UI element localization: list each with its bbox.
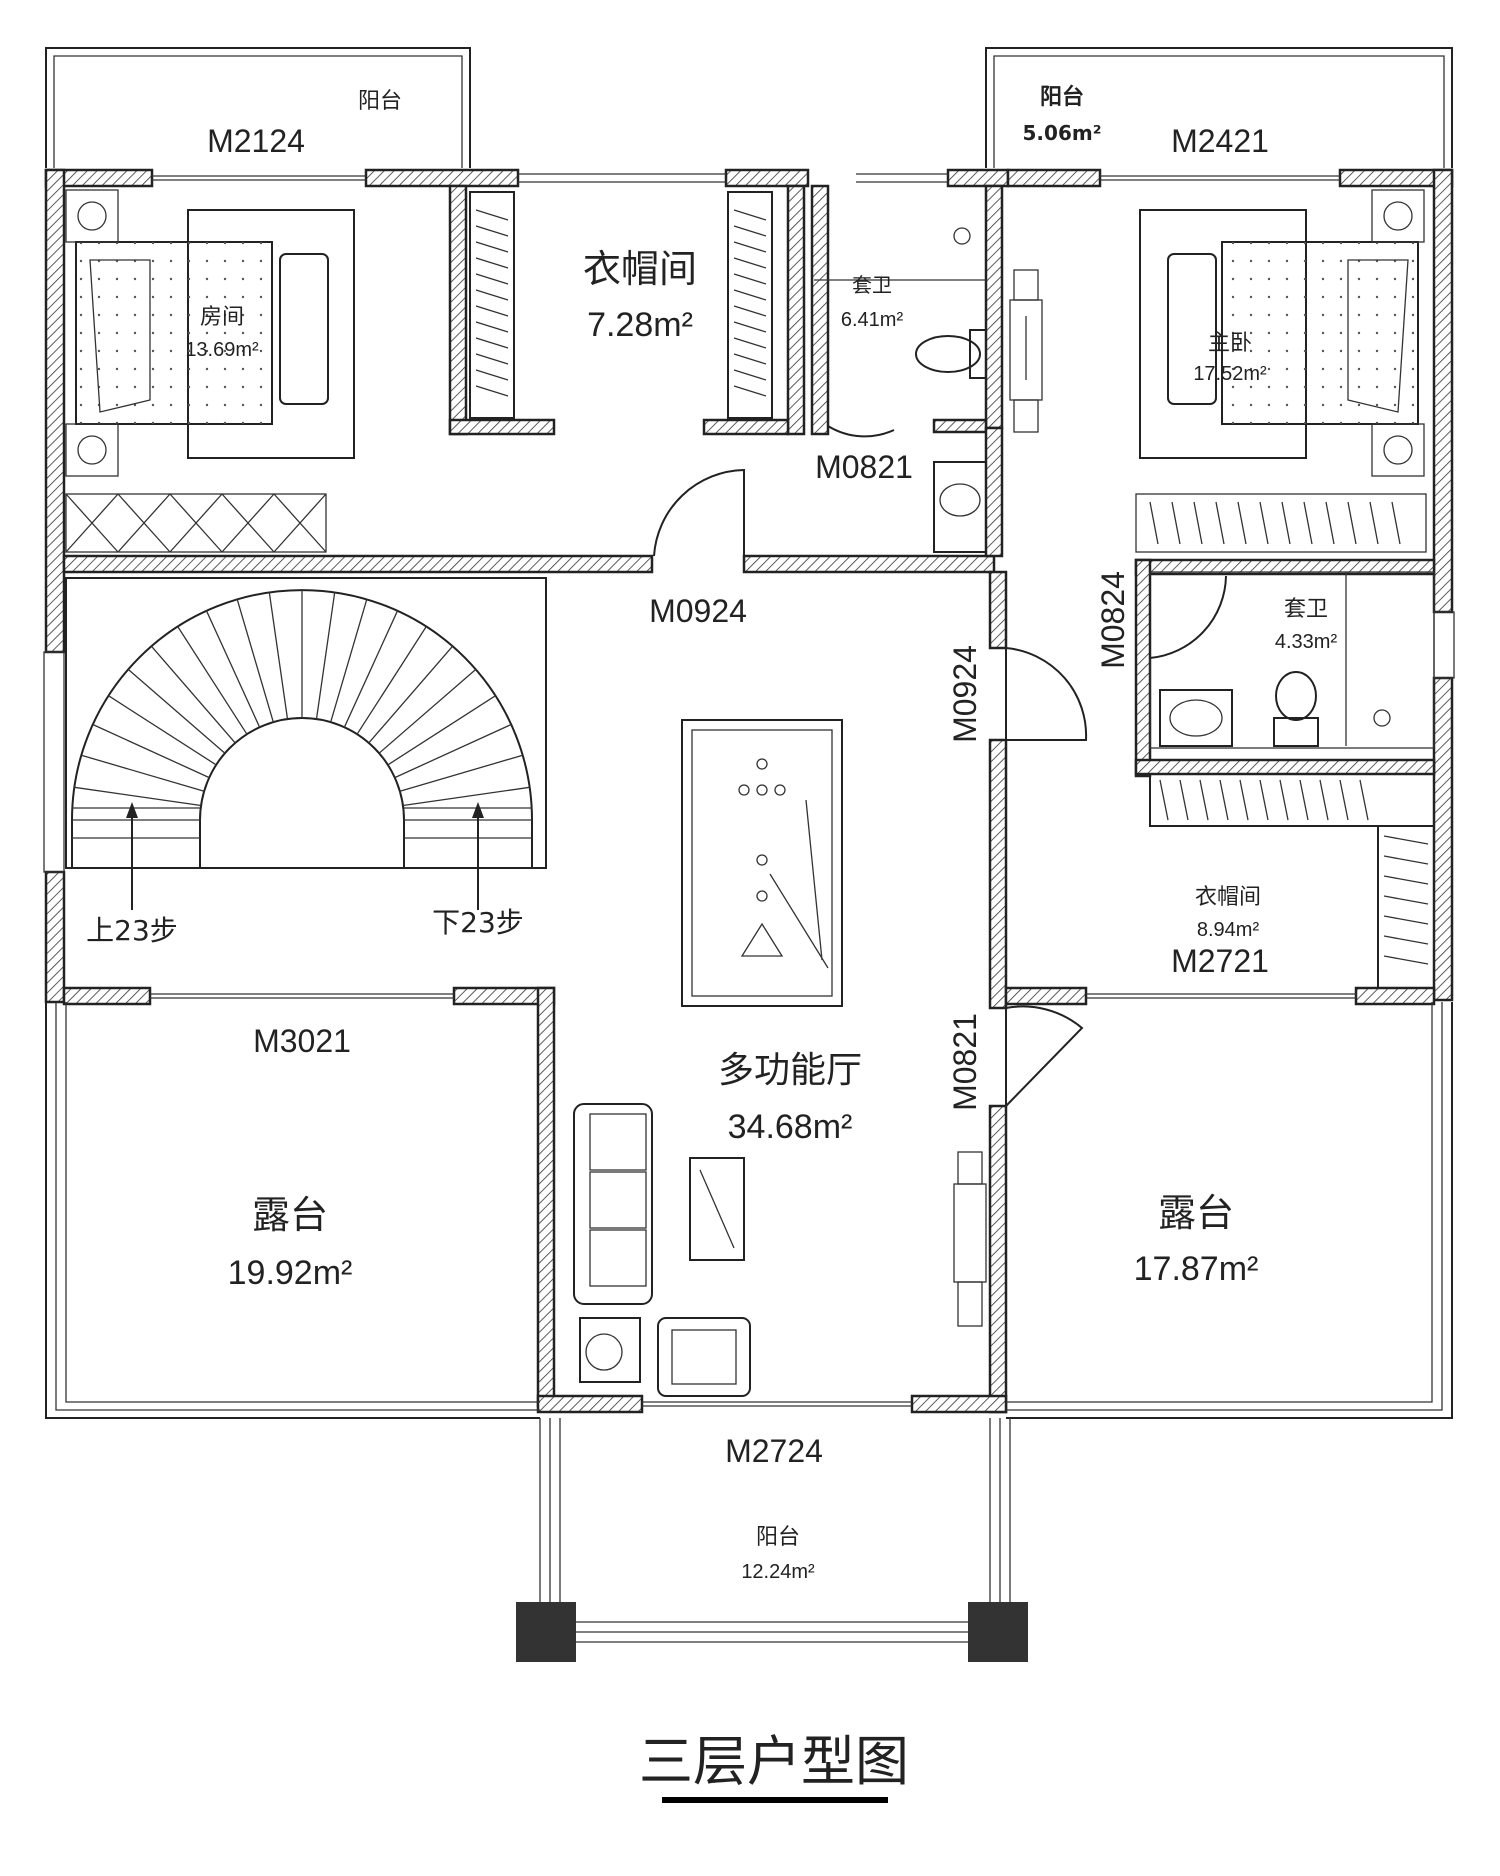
terrace-e-name: 露台 — [1158, 1191, 1234, 1235]
master-area: 17.52m² — [1193, 363, 1267, 385]
door-label-m2124: M2124 — [207, 123, 305, 159]
stair-tread — [387, 695, 496, 766]
door-label-m0924-e: M0924 — [947, 645, 983, 743]
stair-tread — [268, 592, 289, 720]
stair-labels: 上23步 下23步 — [86, 906, 524, 947]
wardrobe-n-area: 7.28m² — [587, 306, 693, 344]
door-swings — [653, 360, 1227, 1109]
door-label-m0821-s: M0821 — [947, 1013, 983, 1111]
wardrobe-n-name: 衣帽间 — [583, 247, 697, 291]
plan-title-group: 三层户型图 — [639, 1730, 909, 1803]
door-label-m0924-n: M0924 — [649, 593, 747, 629]
balcony-ne-area: 5.06m² — [1023, 121, 1102, 145]
door-labels: M2124 M2421 M0821 M0924 M0924 M0824 M272… — [207, 123, 1269, 1469]
bath-n-area: 6.41m² — [841, 309, 904, 331]
stair-tread — [92, 723, 210, 779]
bed-master — [1135, 189, 1427, 553]
bedroom-w-area: 13.69m² — [185, 339, 259, 361]
wardrobe-n-racks — [469, 191, 773, 419]
stair-tread — [315, 592, 336, 720]
bed-west — [65, 189, 355, 553]
terrace-w-name: 露台 — [252, 1193, 328, 1237]
stair-up-label: 上23步 — [86, 914, 178, 947]
stair-down-label: 下23步 — [432, 906, 524, 939]
stair-tread — [127, 668, 226, 754]
stair-tread — [368, 645, 454, 744]
stair-tread — [177, 626, 248, 735]
stair-tread — [81, 754, 205, 792]
balcony-nw-name: 阳台 — [358, 89, 402, 114]
windows — [43, 173, 1455, 1407]
balcony-ne-outline — [985, 47, 1453, 168]
terrace-e-outline — [1006, 1002, 1453, 1419]
stair-tread — [378, 668, 477, 754]
wardrobe-e-racks — [1149, 773, 1435, 989]
stair-tread — [343, 610, 399, 728]
wardrobe-e-area: 8.94m² — [1197, 919, 1260, 941]
balcony-s-area: 12.24m² — [741, 1561, 815, 1583]
bath-n-name: 套卫 — [852, 273, 892, 297]
door-label-m0821-n: M0821 — [815, 449, 913, 485]
hall-name: 多功能厅 — [718, 1050, 862, 1091]
stair-tread — [394, 723, 512, 779]
stair-tread — [356, 626, 427, 735]
bath-e-fixtures — [1149, 571, 1435, 749]
door-label-m2421: M2421 — [1171, 123, 1269, 159]
balcony-s-outline — [516, 1418, 1028, 1662]
bath-n-fixtures — [814, 227, 1043, 553]
door-label-m0824: M0824 — [1095, 571, 1131, 669]
stair-tread — [74, 786, 202, 807]
hall-area: 34.68m² — [728, 1108, 853, 1146]
hall-furniture — [573, 719, 987, 1397]
balcony-nw-outline — [45, 47, 471, 168]
stair-tread — [402, 786, 530, 807]
stair-tread — [205, 610, 261, 728]
stair-tread — [236, 599, 274, 723]
stair-tread — [399, 754, 523, 792]
walls — [44, 168, 1454, 1414]
stair-tread — [330, 599, 368, 723]
spiral-stair — [65, 577, 547, 910]
door-label-m3021: M3021 — [253, 1023, 351, 1059]
stair-tread — [108, 695, 217, 766]
plan-title: 三层户型图 — [639, 1730, 909, 1793]
terrace-w-outline — [45, 1002, 540, 1419]
master-name: 主卧 — [1208, 331, 1252, 356]
bedroom-w-name: 房间 — [200, 305, 244, 330]
room-labels: 阳台 阳台 5.06m² 房间 13.69m² 衣帽间 7.28m² 套卫 6.… — [185, 84, 1337, 1583]
stair-tread — [150, 645, 236, 744]
bath-e-name: 套卫 — [1284, 597, 1328, 622]
bath-e-area: 4.33m² — [1275, 631, 1338, 653]
balcony-s-name: 阳台 — [756, 1525, 800, 1550]
terrace-e-area: 17.87m² — [1134, 1250, 1259, 1288]
terrace-w-area: 19.92m² — [228, 1254, 353, 1292]
door-label-m2721: M2721 — [1171, 943, 1269, 979]
door-label-m2724: M2724 — [725, 1433, 823, 1469]
balcony-ne-name: 阳台 — [1040, 84, 1084, 110]
wardrobe-e-name: 衣帽间 — [1195, 885, 1261, 910]
